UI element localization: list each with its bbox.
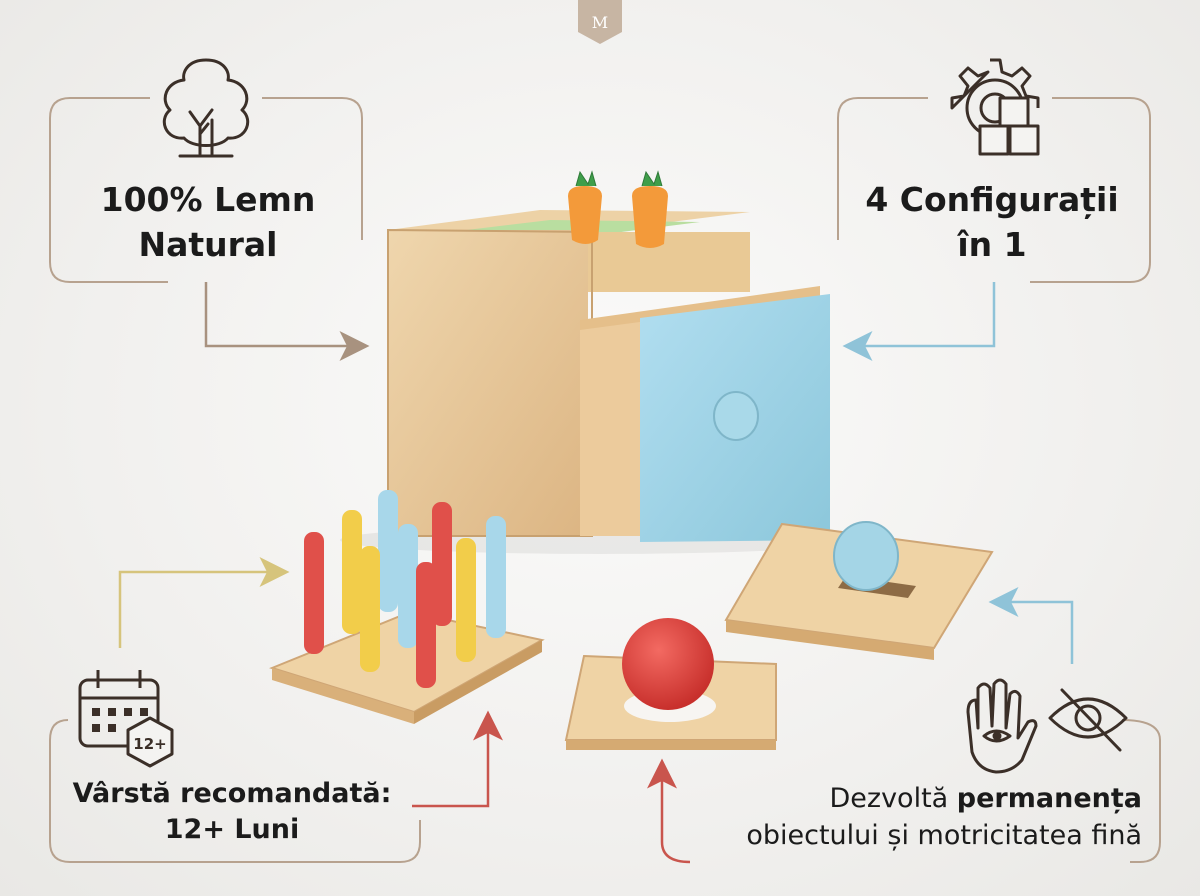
- frame-top-right: [837, 97, 928, 240]
- feature-age-line1: Vârstă recomandată:: [72, 778, 392, 809]
- age-badge: 12+: [133, 735, 166, 753]
- tree-icon: [162, 58, 250, 158]
- feature-configs-line1: 4 Configurații: [865, 180, 1119, 219]
- hand-eye-icon: [966, 678, 1038, 774]
- calendar-icon: [78, 670, 174, 768]
- eye-slash-icon: [1048, 688, 1128, 752]
- arrow-skills-disc: [988, 587, 1074, 664]
- svg-text:M: M: [592, 13, 608, 32]
- gear-blocks-icon: [950, 58, 1040, 156]
- feature-wood-text: 100% Lemn Natural: [78, 178, 338, 267]
- arrow-configs: [842, 282, 996, 361]
- frame-bottom-right: [1121, 719, 1161, 863]
- feature-wood-line2: Natural: [138, 224, 278, 264]
- feature-wood-line1: 100% Lemn: [100, 180, 316, 219]
- feature-skills-line2: obiectului și motricitatea fină: [746, 820, 1142, 852]
- product-peg-board: [269, 490, 545, 724]
- frame-bottom-left: [49, 719, 421, 863]
- feature-configs-line2: în 1: [957, 224, 1027, 264]
- arrow-wood: [204, 282, 370, 361]
- feature-configs-text: 4 Configurații în 1: [842, 178, 1142, 267]
- feature-age-text: Vârstă recomandată: 12+ Luni: [52, 776, 412, 849]
- feature-skills-line1: Dezvoltă permanența: [622, 780, 1143, 817]
- product-box: [340, 170, 860, 554]
- brand-logo: M: [578, 0, 622, 44]
- product-disc-tray: [724, 521, 994, 660]
- arrow-skills-ball: [647, 758, 691, 864]
- feature-age-line2: 12+ Luni: [164, 814, 300, 846]
- feature-skills-line1-regular: Dezvoltă: [829, 783, 957, 814]
- product-ball-tray: [564, 618, 777, 750]
- frame-top-left: [49, 97, 168, 283]
- arrow-pegs: [412, 710, 503, 808]
- feature-skills-line1-bold: permanența: [956, 783, 1142, 814]
- arrow-age: [118, 557, 290, 648]
- feature-skills-text: Dezvoltă permanența obiectului și motric…: [622, 780, 1142, 855]
